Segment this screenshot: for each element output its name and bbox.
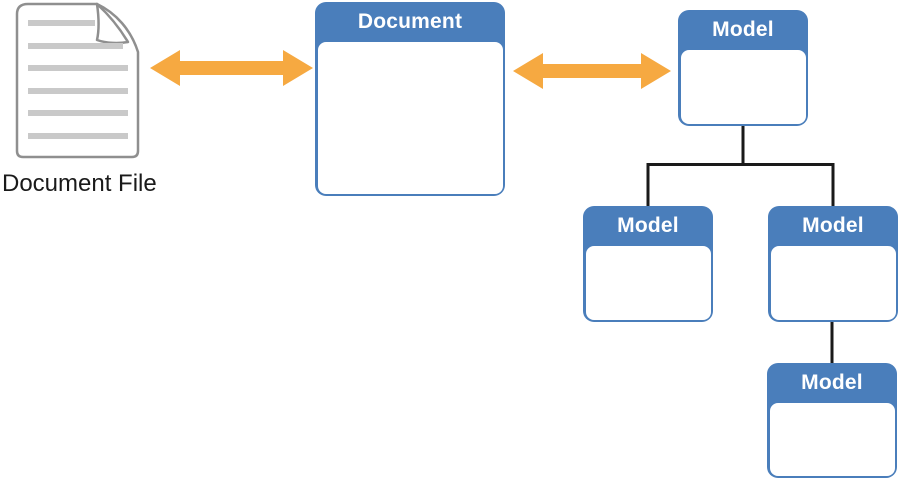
model-child-left-node-body [585, 246, 711, 320]
document-file-icon [15, 2, 140, 159]
tree-connector-lines [646, 126, 835, 364]
model-child-right-node-body [770, 246, 896, 320]
model-grandchild-node: Model [767, 363, 897, 478]
document-node-body [317, 42, 503, 194]
model-child-left-node: Model [583, 206, 713, 322]
document-node: Document [315, 2, 505, 196]
document-node-header: Document [357, 10, 463, 33]
two-way-arrow-document-model [513, 53, 671, 89]
document-file-label: Document File [2, 170, 157, 197]
document-fold-corner [95, 2, 130, 45]
model-child-right-node: Model [768, 206, 898, 322]
model-root-node-body [680, 50, 806, 124]
model-root-node-header: Model [712, 18, 774, 41]
model-child-left-node-header: Model [617, 214, 679, 237]
model-child-right-node-header: Model [802, 214, 864, 237]
model-grandchild-node-header: Model [801, 371, 863, 394]
two-way-arrow-file-document [150, 50, 313, 86]
model-root-node: Model [678, 10, 808, 126]
document-text-lines [28, 20, 128, 139]
model-grandchild-node-body [769, 403, 895, 476]
